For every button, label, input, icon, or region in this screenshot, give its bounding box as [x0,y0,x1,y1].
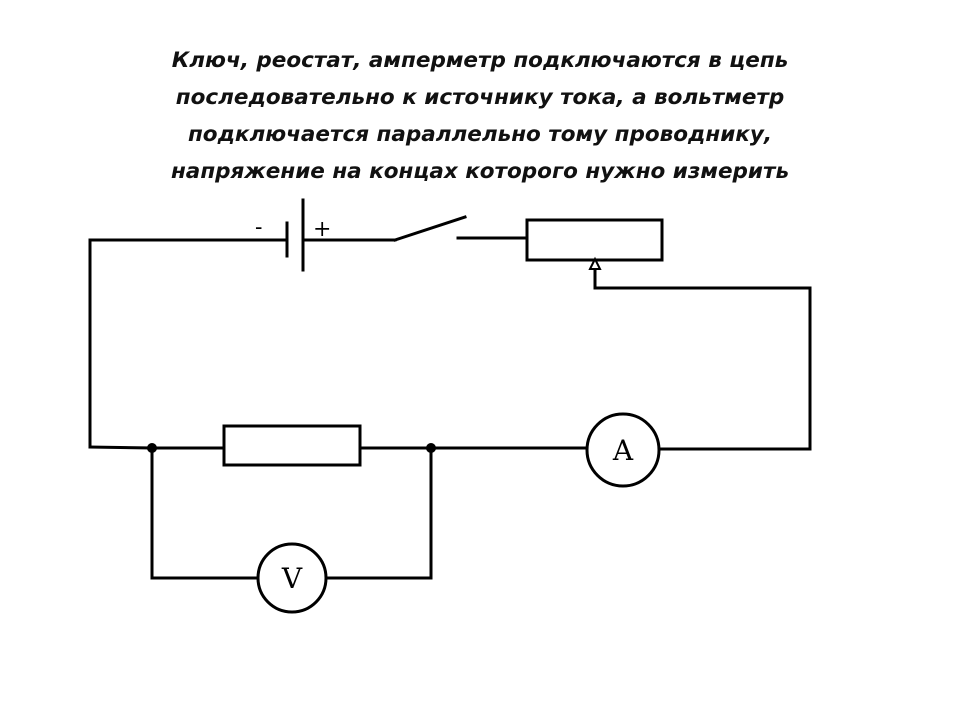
voltmeter-symbol: V [281,562,303,595]
wire-node-to-left [88,445,154,450]
junction-node-left [147,443,157,453]
heading-line-3: подключается параллельно тому проводнику… [187,122,773,147]
slide-heading: Ключ, реостат, амперметр подключаются в … [60,42,900,190]
heading-line-2: последовательно к источнику тока, а воль… [175,85,785,110]
voltmeter-circle [256,542,328,614]
resistor-body [222,424,362,467]
rheostat-slider-arrow [588,256,602,270]
rheostat-body [525,218,664,262]
battery-plus-sign: + [313,217,331,242]
heading-line-4: напряжение на концах которого нужно изме… [170,159,790,184]
wire-rheostat-slider-to-right [593,268,812,451]
junction-node-right [426,443,436,453]
wire-left-to-battery [88,238,287,449]
ammeter-symbol: A [612,434,634,467]
ammeter-circle [585,412,661,488]
wire-voltmeter-right-branch [324,446,433,580]
heading-line-1: Ключ, реостат, амперметр подключаются в … [171,48,789,73]
battery-minus-sign: - [255,215,262,240]
switch-lever [393,215,467,242]
wire-voltmeter-left-branch [150,446,260,580]
